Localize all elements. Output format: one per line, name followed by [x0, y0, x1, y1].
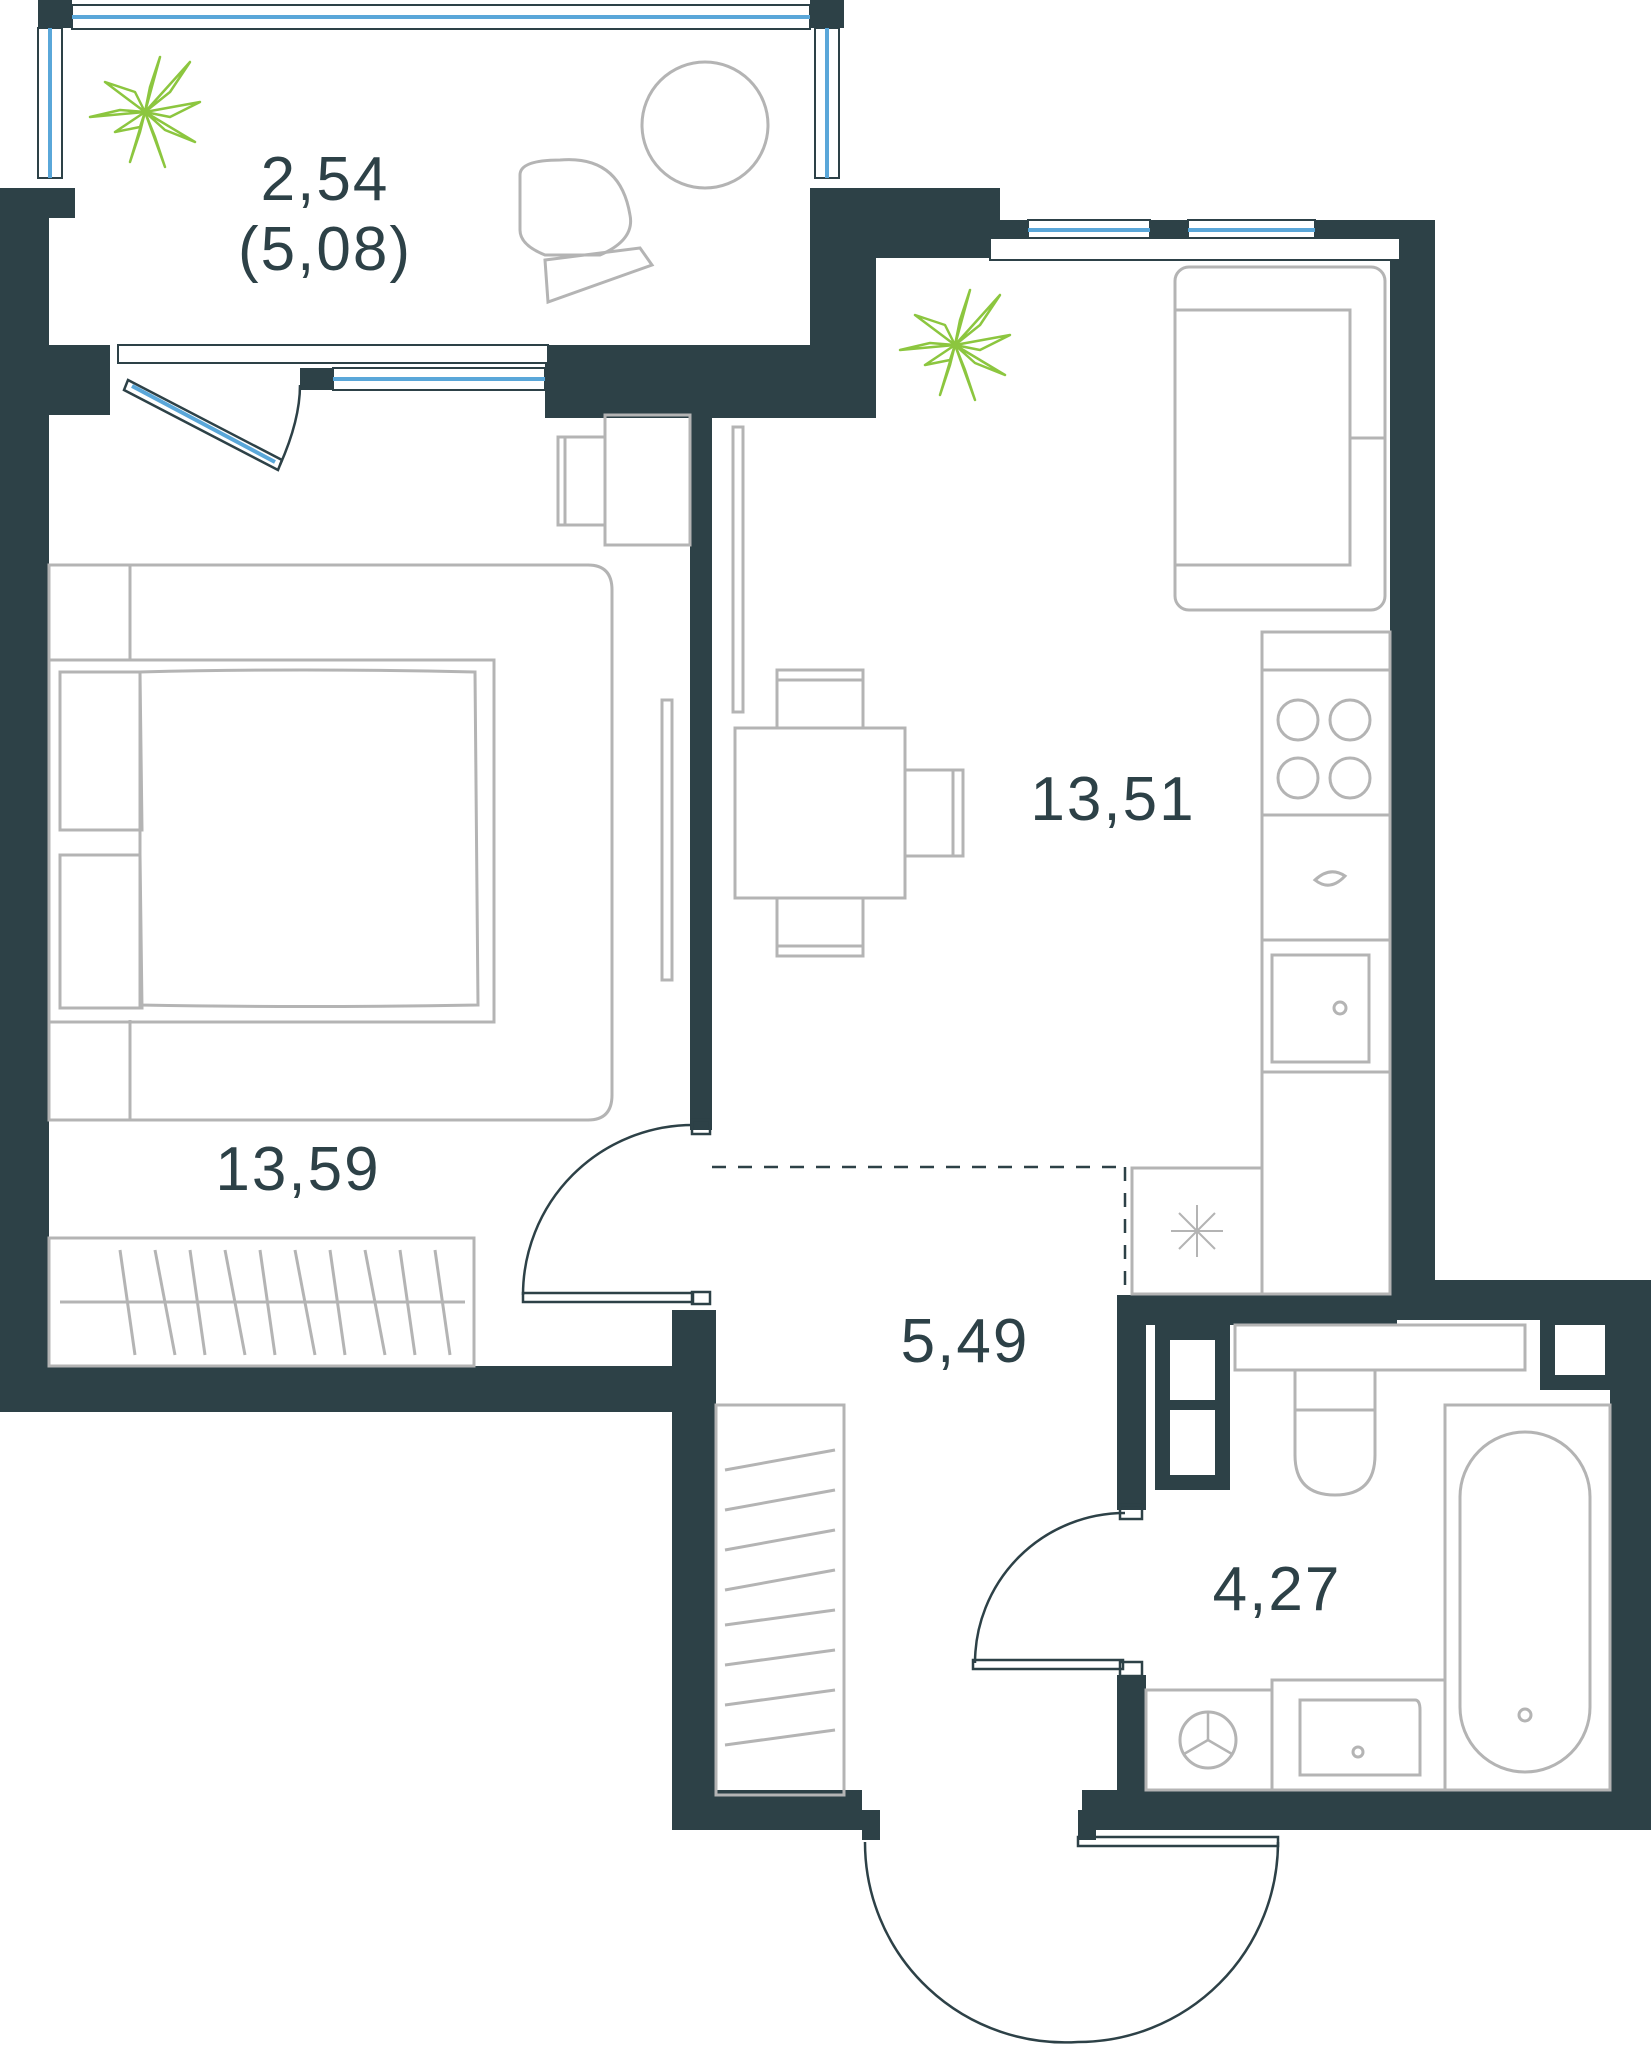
windows [37, 4, 1401, 391]
washing-machine-icon [1144, 1688, 1274, 1792]
plant-icon [88, 55, 202, 169]
balcony-area: 2,54 [261, 145, 390, 214]
bedroom-furniture [47, 413, 692, 1368]
doors [122, 378, 1280, 2044]
bathroom-area: 4,27 [1213, 1555, 1342, 1624]
balcony-furniture [518, 60, 770, 305]
bathroom-furniture [1144, 1323, 1612, 1792]
bedroom-area: 13,59 [215, 1135, 380, 1204]
sink-icon [1270, 953, 1371, 1064]
walls [0, 0, 1651, 1830]
fridge-icon [1130, 1166, 1264, 1296]
balcony-area-full: (5,08) [238, 215, 412, 284]
bedroom-door[interactable] [521, 1291, 695, 1304]
hallway-area: 5,49 [901, 1307, 1030, 1376]
living-kitchen-area: 13,51 [1030, 765, 1195, 834]
toilet-icon [1293, 1368, 1377, 1497]
stove-icon [1276, 698, 1372, 800]
hallway-furniture [714, 1403, 846, 1797]
area-labels: 2,54 (5,08) 13,51 13,59 5,49 4,27 [215, 145, 1342, 1624]
bathtub-icon [1443, 1403, 1612, 1792]
bathroom-door[interactable] [971, 1658, 1125, 1671]
plant-icon [898, 288, 1012, 402]
living-furniture [712, 265, 1392, 1296]
entrance-door[interactable] [1076, 1835, 1280, 1848]
